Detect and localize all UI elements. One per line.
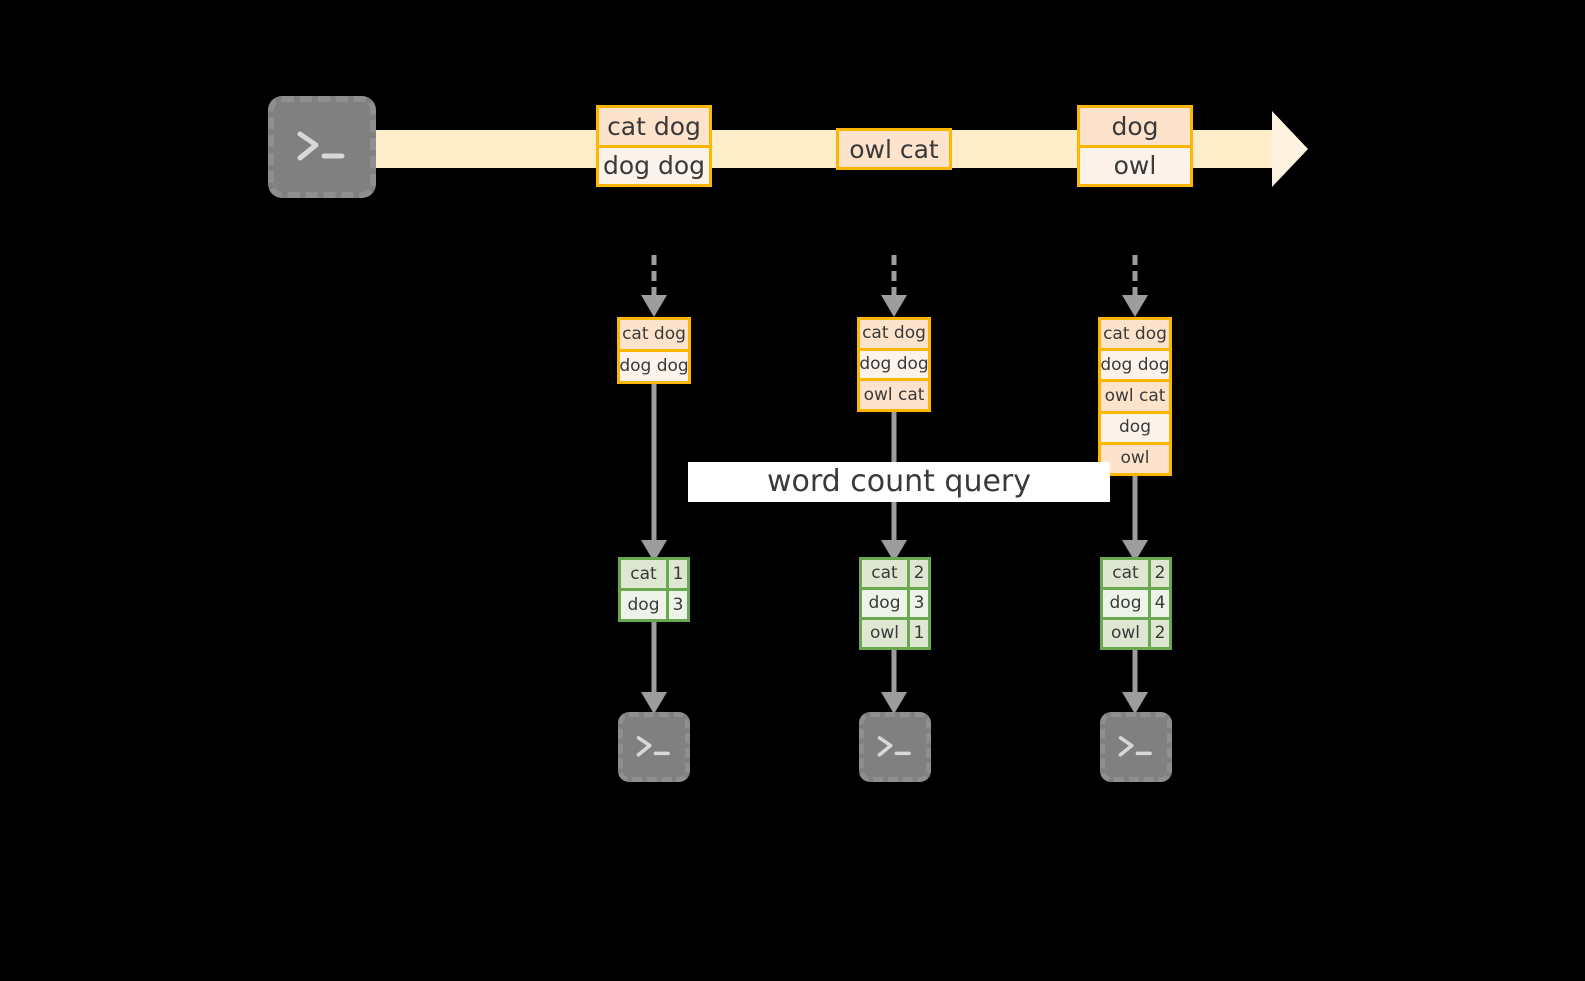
timeline-event-2[interactable]: owl cat: [836, 128, 952, 170]
result-2-count-1: 2: [907, 560, 928, 587]
timeline-event-1-line-2: dog dog: [599, 144, 709, 184]
result-2-count-3: 1: [907, 620, 928, 647]
timeline-event-1-line-1: cat dog: [599, 108, 709, 145]
terminal-prompt-glyph: [864, 717, 926, 777]
sink-terminal-icon-1[interactable]: [618, 712, 690, 782]
snapshot-stack-2[interactable]: cat dog dog dog owl cat: [857, 317, 931, 412]
result-3-count-3: 2: [1148, 620, 1169, 647]
snapshot-3-line-2: dog dog: [1100, 348, 1170, 380]
result-table-1[interactable]: cat 1 dog 3: [618, 557, 690, 622]
result-table-2-row-2: dog 3: [862, 587, 928, 617]
sink-terminal-icon-2[interactable]: [859, 712, 931, 782]
result-2-word-3: owl: [862, 620, 907, 647]
result-table-2[interactable]: cat 2 dog 3 owl 1: [859, 557, 931, 650]
result-3-word-3: owl: [1103, 620, 1148, 647]
result-2-word-2: dog: [862, 590, 907, 617]
timeline-event-3-line-2: owl: [1080, 144, 1190, 184]
query-banner: word count query: [688, 462, 1110, 502]
snapshot-2-line-2: dog dog: [859, 347, 929, 379]
dashed-arrow-to-snapshot-2: [881, 255, 907, 317]
terminal-prompt-glyph: [623, 717, 685, 777]
snapshot-1-line-2: dog dog: [619, 349, 689, 381]
dashed-arrow-to-snapshot-3: [1122, 255, 1148, 317]
result-table-2-row-3: owl 1: [862, 617, 928, 647]
arrow-snapshot-3-to-result-3: [1122, 476, 1148, 562]
result-table-3-row-2: dog 4: [1103, 587, 1169, 617]
result-table-2-row-1: cat 2: [862, 560, 928, 587]
terminal-prompt-glyph: [274, 102, 370, 192]
snapshot-stack-3[interactable]: cat dog dog dog owl cat dog owl: [1098, 317, 1172, 476]
stream-band-arrowhead: [1272, 111, 1308, 187]
snapshot-3-line-3: owl cat: [1101, 379, 1169, 411]
snapshot-2-line-1: cat dog: [860, 320, 928, 348]
result-3-word-1: cat: [1103, 560, 1148, 587]
dashed-arrow-to-snapshot-1: [641, 255, 667, 317]
result-table-3[interactable]: cat 2 dog 4 owl 2: [1100, 557, 1172, 650]
snapshot-3-line-1: cat dog: [1101, 320, 1169, 349]
timeline-event-2-line-1: owl cat: [839, 131, 949, 167]
query-banner-label: word count query: [766, 464, 1032, 499]
result-2-count-2: 3: [907, 590, 928, 617]
result-table-1-row-1: cat 1: [621, 560, 687, 588]
arrow-result-1-to-sink-1: [641, 622, 667, 714]
result-1-word-2: dog: [621, 591, 666, 619]
terminal-prompt-glyph: [1105, 717, 1167, 777]
sink-terminal-icon-3[interactable]: [1100, 712, 1172, 782]
result-3-count-1: 2: [1148, 560, 1169, 587]
snapshot-3-line-4: dog: [1101, 410, 1169, 442]
snapshot-2-line-3: owl cat: [860, 378, 928, 410]
result-2-word-1: cat: [862, 560, 907, 587]
result-table-3-row-1: cat 2: [1103, 560, 1169, 587]
timeline-event-1[interactable]: cat dog dog dog: [596, 105, 712, 187]
result-table-3-row-3: owl 2: [1103, 617, 1169, 647]
result-3-word-2: dog: [1103, 590, 1148, 617]
arrow-result-3-to-sink-3: [1122, 650, 1148, 714]
result-1-count-1: 1: [666, 560, 687, 588]
result-3-count-2: 4: [1148, 590, 1169, 617]
source-terminal-icon[interactable]: [268, 96, 376, 198]
timeline-event-3[interactable]: dog owl: [1077, 105, 1193, 187]
result-1-word-1: cat: [621, 560, 666, 588]
result-1-count-2: 3: [666, 591, 687, 619]
timeline-event-3-line-1: dog: [1080, 108, 1190, 145]
snapshot-stack-1[interactable]: cat dog dog dog: [617, 317, 691, 384]
result-table-1-row-2: dog 3: [621, 588, 687, 619]
snapshot-1-line-1: cat dog: [620, 320, 688, 349]
snapshot-3-line-5: owl: [1101, 441, 1169, 474]
arrow-result-2-to-sink-2: [881, 650, 907, 714]
arrow-snapshot-1-to-result-1: [641, 384, 667, 562]
